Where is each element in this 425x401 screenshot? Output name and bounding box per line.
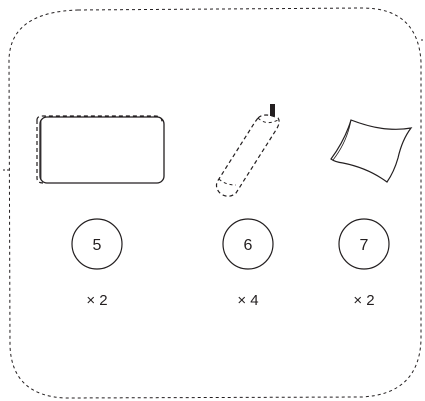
part-number: 5 <box>93 237 102 254</box>
part-label-5: 5 <box>71 218 123 270</box>
dashed-boundary <box>8 7 422 399</box>
cloth-icon <box>330 119 413 183</box>
part-label-6: 6 <box>222 218 274 270</box>
number-circle <box>222 218 274 270</box>
part-number: 6 <box>244 237 253 254</box>
quantity-label: × 2 <box>353 292 374 309</box>
number-circle <box>338 218 390 270</box>
furniture-leg-icon <box>215 104 280 197</box>
quantity-label: × 2 <box>86 292 107 309</box>
cushion-pad-icon <box>36 115 165 184</box>
quantity-label: × 4 <box>237 292 258 309</box>
part-number: 7 <box>360 237 369 254</box>
part-label-7: 7 <box>338 218 390 270</box>
number-circle <box>71 218 123 270</box>
